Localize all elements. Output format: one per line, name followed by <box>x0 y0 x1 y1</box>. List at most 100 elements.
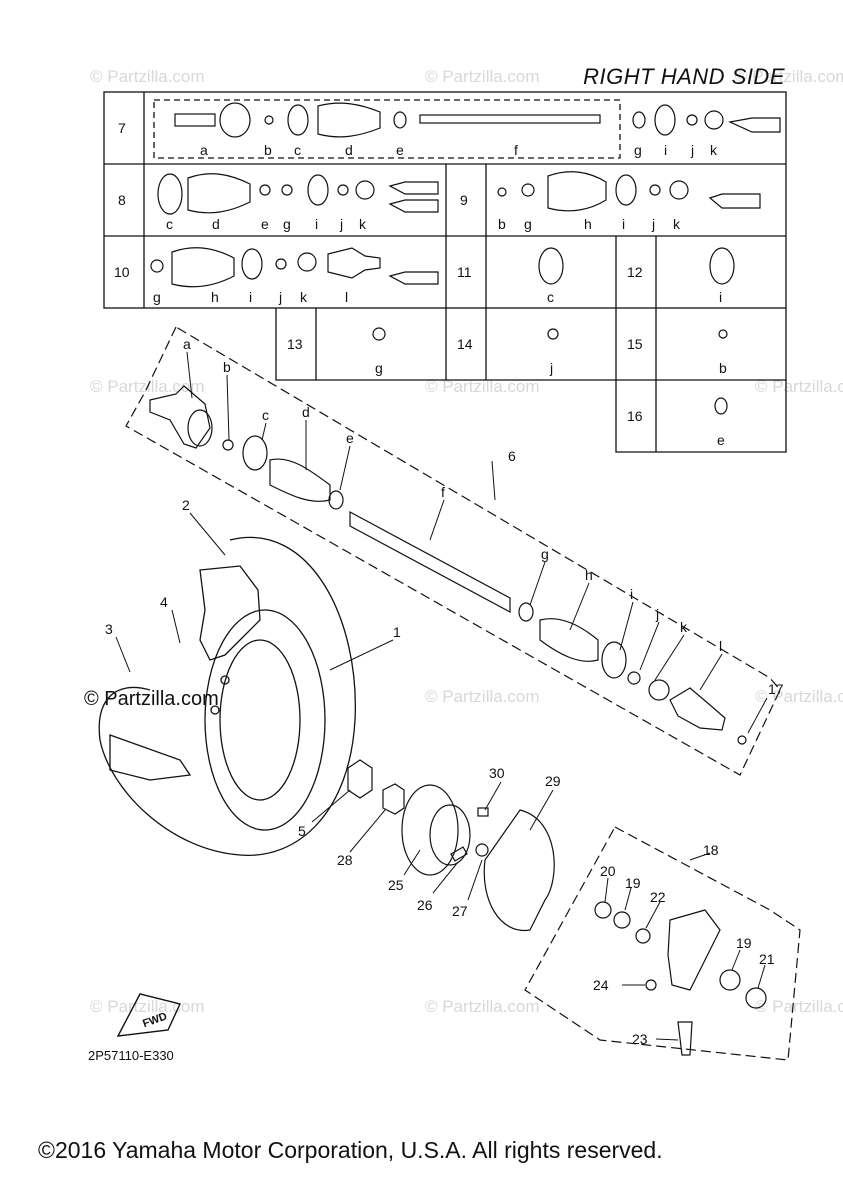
shaft-letter: l <box>719 638 722 654</box>
callout-number: 26 <box>417 897 433 913</box>
kit-table <box>103 91 787 453</box>
diagram-code: 2P57110-E330 <box>88 1048 174 1063</box>
part-letter: e <box>717 432 725 448</box>
callout-number: 30 <box>489 765 505 781</box>
watermark: © Partzilla.com <box>425 67 540 86</box>
watermark: © Partzilla.com <box>425 687 540 706</box>
part-letter: g <box>153 289 161 305</box>
part-letter: g <box>524 216 532 232</box>
callout-number: 19 <box>625 875 641 891</box>
callout-number: 21 <box>759 951 775 967</box>
kit-number: 13 <box>287 336 303 352</box>
hub-brake-knuckle <box>347 759 801 1061</box>
shaft-letter: b <box>223 359 231 375</box>
part-letter: g <box>634 142 642 158</box>
part-letter: h <box>584 216 592 232</box>
callout-number: 22 <box>650 889 666 905</box>
watermark: © Partzilla.com <box>425 997 540 1016</box>
kit-part-sketches <box>150 102 781 415</box>
callout-number: 27 <box>452 903 468 919</box>
callout-number: 3 <box>105 621 113 637</box>
part-letter: k <box>673 216 681 232</box>
tire-and-wheel <box>98 536 356 856</box>
leader-lines <box>115 351 768 1041</box>
kit-number: 15 <box>627 336 643 352</box>
callout-number: 29 <box>545 773 561 789</box>
part-letter: i <box>664 142 667 158</box>
watermark: © Partzilla.com <box>90 997 205 1016</box>
part-letter: l <box>345 289 348 305</box>
callout-number: 5 <box>298 823 306 839</box>
callout-number: 24 <box>593 977 609 993</box>
part-letter: c <box>294 142 301 158</box>
shaft-letter: j <box>655 606 659 622</box>
part-letter: c <box>547 289 554 305</box>
diagram-title: RIGHT HAND SIDE <box>583 64 785 89</box>
callout-number: 18 <box>703 842 719 858</box>
shaft-letter: k <box>680 619 688 635</box>
callout-number: 28 <box>337 852 353 868</box>
part-letter: h <box>211 289 219 305</box>
part-letter: b <box>264 142 272 158</box>
kit-numbers: 7 8 9 10 11 12 13 14 15 16 <box>114 120 643 424</box>
shaft-letter: a <box>183 336 191 352</box>
kit-number: 12 <box>627 264 643 280</box>
part-letter: j <box>690 142 694 158</box>
part-letter: k <box>300 289 308 305</box>
part-letter: i <box>249 289 252 305</box>
callout-number: 6 <box>508 448 516 464</box>
callout-number: 20 <box>600 863 616 879</box>
kit-number: 8 <box>118 192 126 208</box>
callout-number: 25 <box>388 877 404 893</box>
part-letter: i <box>315 216 318 232</box>
drive-shaft-assembly <box>125 326 781 776</box>
part-letter: d <box>212 216 220 232</box>
shaft-letters: a b c d e f g h i j k l <box>183 336 722 654</box>
callout-number: 19 <box>736 935 752 951</box>
part-letter: k <box>359 216 367 232</box>
callout-number: 1 <box>393 624 401 640</box>
callout-number: 2 <box>182 497 190 513</box>
shaft-letter: h <box>585 567 593 583</box>
part-letter: b <box>719 360 727 376</box>
watermark-large: © Partzilla.com <box>84 688 219 710</box>
part-letter: j <box>339 216 343 232</box>
part-letter: b <box>498 216 506 232</box>
kit-part-letters: a b c d e f g i j k c d e g i j k b g h … <box>153 142 727 448</box>
part-letter: k <box>710 142 718 158</box>
part-letter: d <box>345 142 353 158</box>
shaft-letter: e <box>346 430 354 446</box>
callout-number: 4 <box>160 594 168 610</box>
shaft-letter: c <box>262 407 269 423</box>
part-letter: j <box>549 360 553 376</box>
part-letter: g <box>375 360 383 376</box>
callout-number: 23 <box>632 1031 648 1047</box>
part-letter: c <box>166 216 173 232</box>
callout-number: 17 <box>768 681 784 697</box>
shaft-letter: f <box>441 484 445 500</box>
part-letter: e <box>261 216 269 232</box>
part-letter: j <box>651 216 655 232</box>
kit-number: 11 <box>457 264 472 280</box>
part-letter: i <box>622 216 625 232</box>
watermark: © Partzilla.com <box>735 67 843 86</box>
watermark: © Partzilla.com <box>90 67 205 86</box>
kit-number: 16 <box>627 408 643 424</box>
copyright-notice: ©2016 Yamaha Motor Corporation, U.S.A. A… <box>38 1137 663 1163</box>
watermark: © Partzilla.com <box>755 687 843 706</box>
part-letter: g <box>283 216 291 232</box>
kit-number: 9 <box>460 192 468 208</box>
part-letter: i <box>719 289 722 305</box>
part-letter: a <box>200 142 208 158</box>
callout-numbers: 1 2 3 4 5 6 17 18 19 19 20 21 22 23 24 2… <box>105 448 784 1047</box>
part-letter: f <box>514 142 518 158</box>
watermark: © Partzilla.com <box>755 377 843 396</box>
shaft-letter: d <box>302 404 310 420</box>
part-letter: j <box>278 289 282 305</box>
part-letter: e <box>396 142 404 158</box>
kit-number: 14 <box>457 336 473 352</box>
watermark-layer: © Partzilla.com © Partzilla.com © Partzi… <box>90 67 843 1016</box>
shaft-letter: i <box>630 586 633 602</box>
watermark: © Partzilla.com <box>755 997 843 1016</box>
